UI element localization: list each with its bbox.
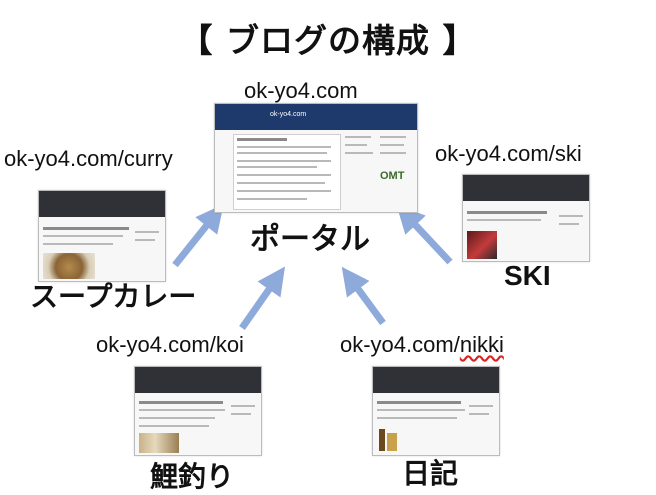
arrow-koi-to-portal — [239, 266, 286, 331]
nikki-url-word: nikki — [459, 332, 504, 357]
koi-thumbnail — [134, 366, 262, 456]
koi-label: 鯉釣り — [150, 460, 235, 493]
arrow-ski-to-portal — [396, 204, 453, 265]
nikki-thumbnail — [372, 366, 500, 456]
ski-label: SKI — [504, 260, 551, 291]
koi-url: ok-yo4.com/koi — [96, 332, 244, 357]
portal-header-text: ok-yo4.com — [270, 111, 307, 118]
portal-logo: OMT — [380, 170, 405, 182]
portal-url: ok-yo4.com — [244, 78, 358, 103]
nikki-url: ok-yo4.com/nikki — [340, 332, 504, 358]
diagram-title: 【 ブログの構成 】 — [179, 21, 477, 60]
portal-label: ポータル — [250, 222, 370, 257]
ski-thumbnail — [462, 174, 590, 262]
ski-url: ok-yo4.com/ski — [435, 141, 582, 166]
curry-url: ok-yo4.com/curry — [4, 146, 173, 171]
nikki-url-prefix: ok-yo4.com/ — [340, 332, 460, 357]
nikki-label: 日記 — [402, 457, 459, 490]
arrow-curry-to-portal — [172, 204, 224, 268]
portal-thumbnail: ok-yo4.com OMT — [214, 103, 418, 213]
curry-thumbnail — [38, 190, 166, 282]
arrow-nikki-to-portal — [341, 266, 386, 326]
curry-label: スープカレー — [30, 280, 197, 313]
